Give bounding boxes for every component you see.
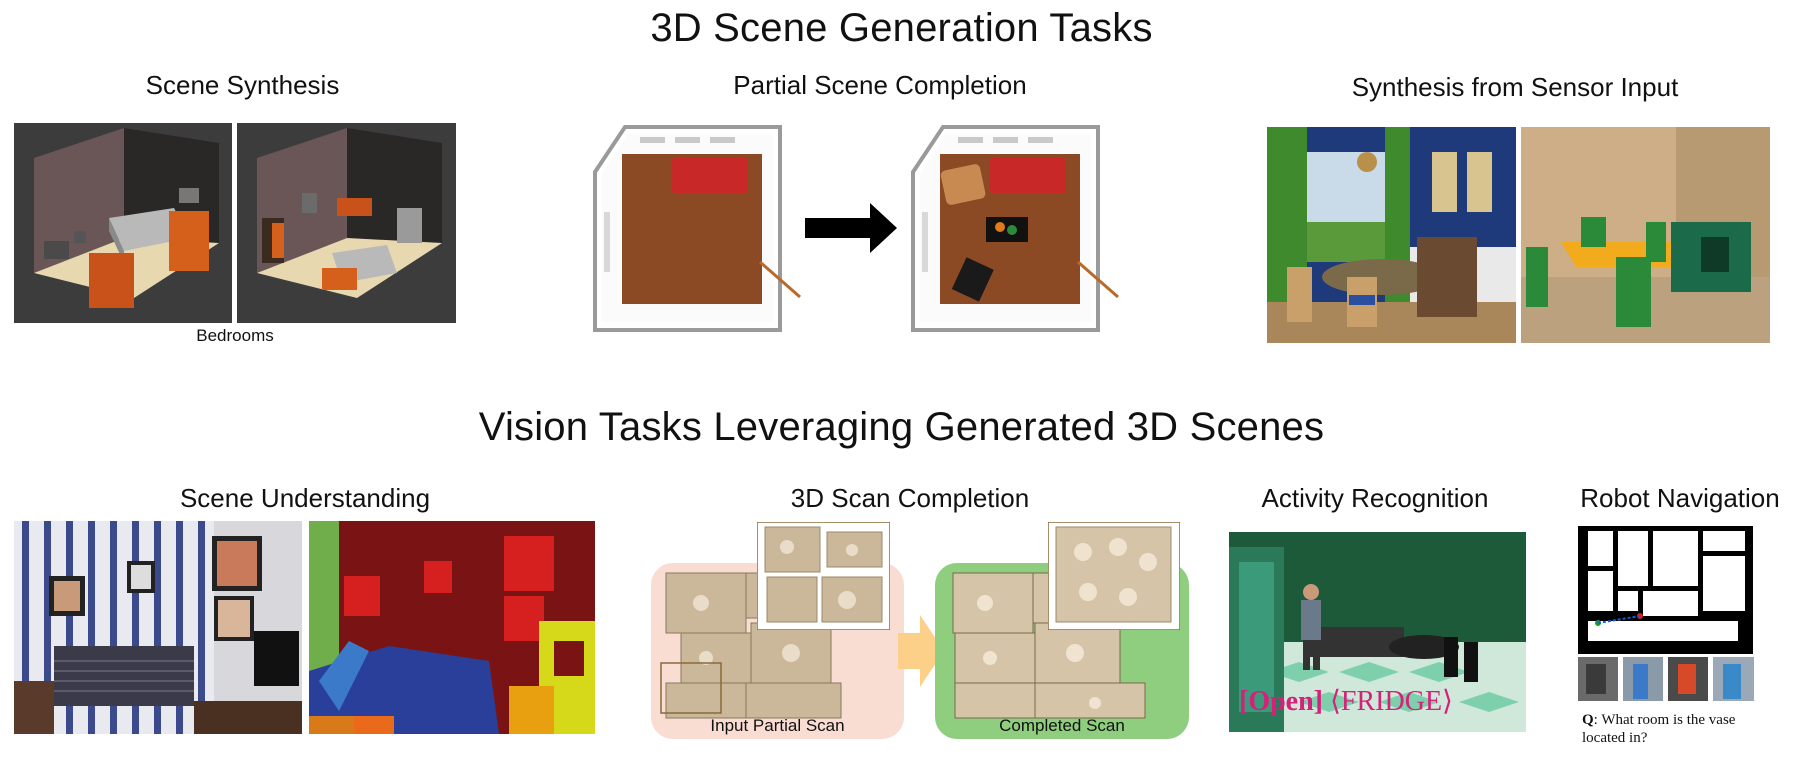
question-line-2: located in? (1582, 730, 1648, 746)
completed-room-output (908, 122, 1128, 337)
section-title-vision-tasks: Vision Tasks Leveraging Generated 3D Sce… (478, 405, 1325, 449)
activity-scene-render: [Open] ⟨FRIDGE⟩ (1229, 532, 1526, 732)
bedrooms-caption: Bedrooms (196, 326, 274, 345)
robot-navigation-label: Robot Navigation (1580, 483, 1780, 513)
completed-scan-caption: Completed Scan (999, 716, 1125, 735)
partial-completion-label: Partial Scene Completion (733, 70, 1027, 100)
bedroom-rgb-photo (14, 521, 302, 734)
input-scan-zoom-inset (757, 522, 890, 630)
bedroom-segmentation-map (309, 521, 595, 734)
object-label: ⟨FRIDGE⟩ (1330, 686, 1453, 717)
scan-arrow-icon (898, 615, 944, 687)
activity-recognition-label: Activity Recognition (1261, 483, 1489, 513)
question-text: : What room is the vase (1593, 712, 1736, 728)
input-partial-scan-caption: Input Partial Scan (710, 716, 845, 735)
question-prefix: Q (1582, 712, 1594, 728)
section-title-generation: 3D Scene Generation Tasks (650, 6, 1153, 50)
completed-scan-zoom-inset (1048, 522, 1180, 630)
dining-room-render (1521, 127, 1770, 343)
partial-room-input (590, 122, 810, 337)
sensor-synthesis-label: Synthesis from Sensor Input (1351, 72, 1679, 102)
action-label: [Open] (1239, 686, 1323, 717)
scene-understanding-label: Scene Understanding (179, 483, 431, 513)
navigation-view-thumbnails (1578, 654, 1754, 704)
bedroom-render-2 (237, 123, 456, 323)
scan-completion-label: 3D Scan Completion (790, 483, 1030, 513)
right-arrow-icon (805, 203, 900, 253)
navigation-occupancy-map (1578, 526, 1753, 654)
bedroom-render-1 (14, 123, 232, 323)
dining-room-photo (1267, 127, 1516, 343)
scene-synthesis-label: Scene Synthesis (145, 70, 340, 100)
navigation-question: Q: What room is the vase located in? (1582, 711, 1792, 747)
